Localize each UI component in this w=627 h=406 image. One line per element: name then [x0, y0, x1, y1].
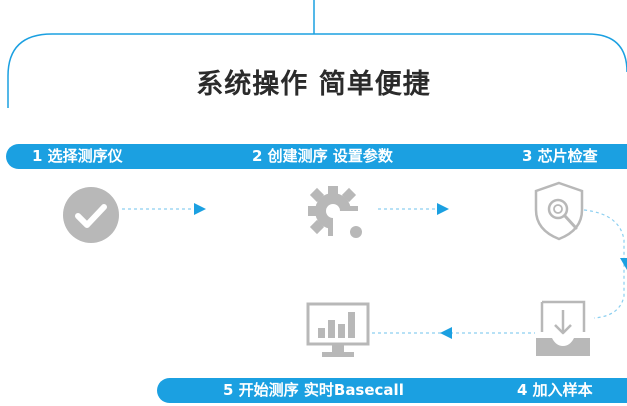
gear-icon — [308, 186, 362, 238]
step-3-label: 3 芯片检查 — [522, 147, 598, 165]
download-tray-icon — [536, 300, 590, 356]
arrow-right-icon — [194, 203, 206, 215]
monitor-chart-icon — [306, 302, 370, 357]
arrow-down-icon — [620, 258, 627, 270]
shield-search-icon — [534, 181, 584, 241]
arrow-right-icon — [437, 203, 449, 215]
steps-band-bottom: 5 开始测序 实时Basecall 4 加入样本 — [157, 378, 627, 403]
arrow-left-icon — [440, 327, 452, 339]
step-1-label: 1 选择测序仪 — [32, 147, 123, 165]
steps-band-top: 1 选择测序仪 2 创建测序 设置参数 3 芯片检查 — [6, 144, 627, 169]
page-title: 系统操作 简单便捷 — [196, 69, 431, 100]
check-circle-icon — [63, 187, 119, 243]
step-2-label: 2 创建测序 设置参数 — [252, 147, 393, 165]
step-4-label: 4 加入样本 — [517, 381, 593, 399]
arch-line — [7, 33, 627, 108]
connector-3-4 — [583, 209, 625, 319]
step-5-label: 5 开始测序 实时Basecall — [223, 381, 404, 399]
